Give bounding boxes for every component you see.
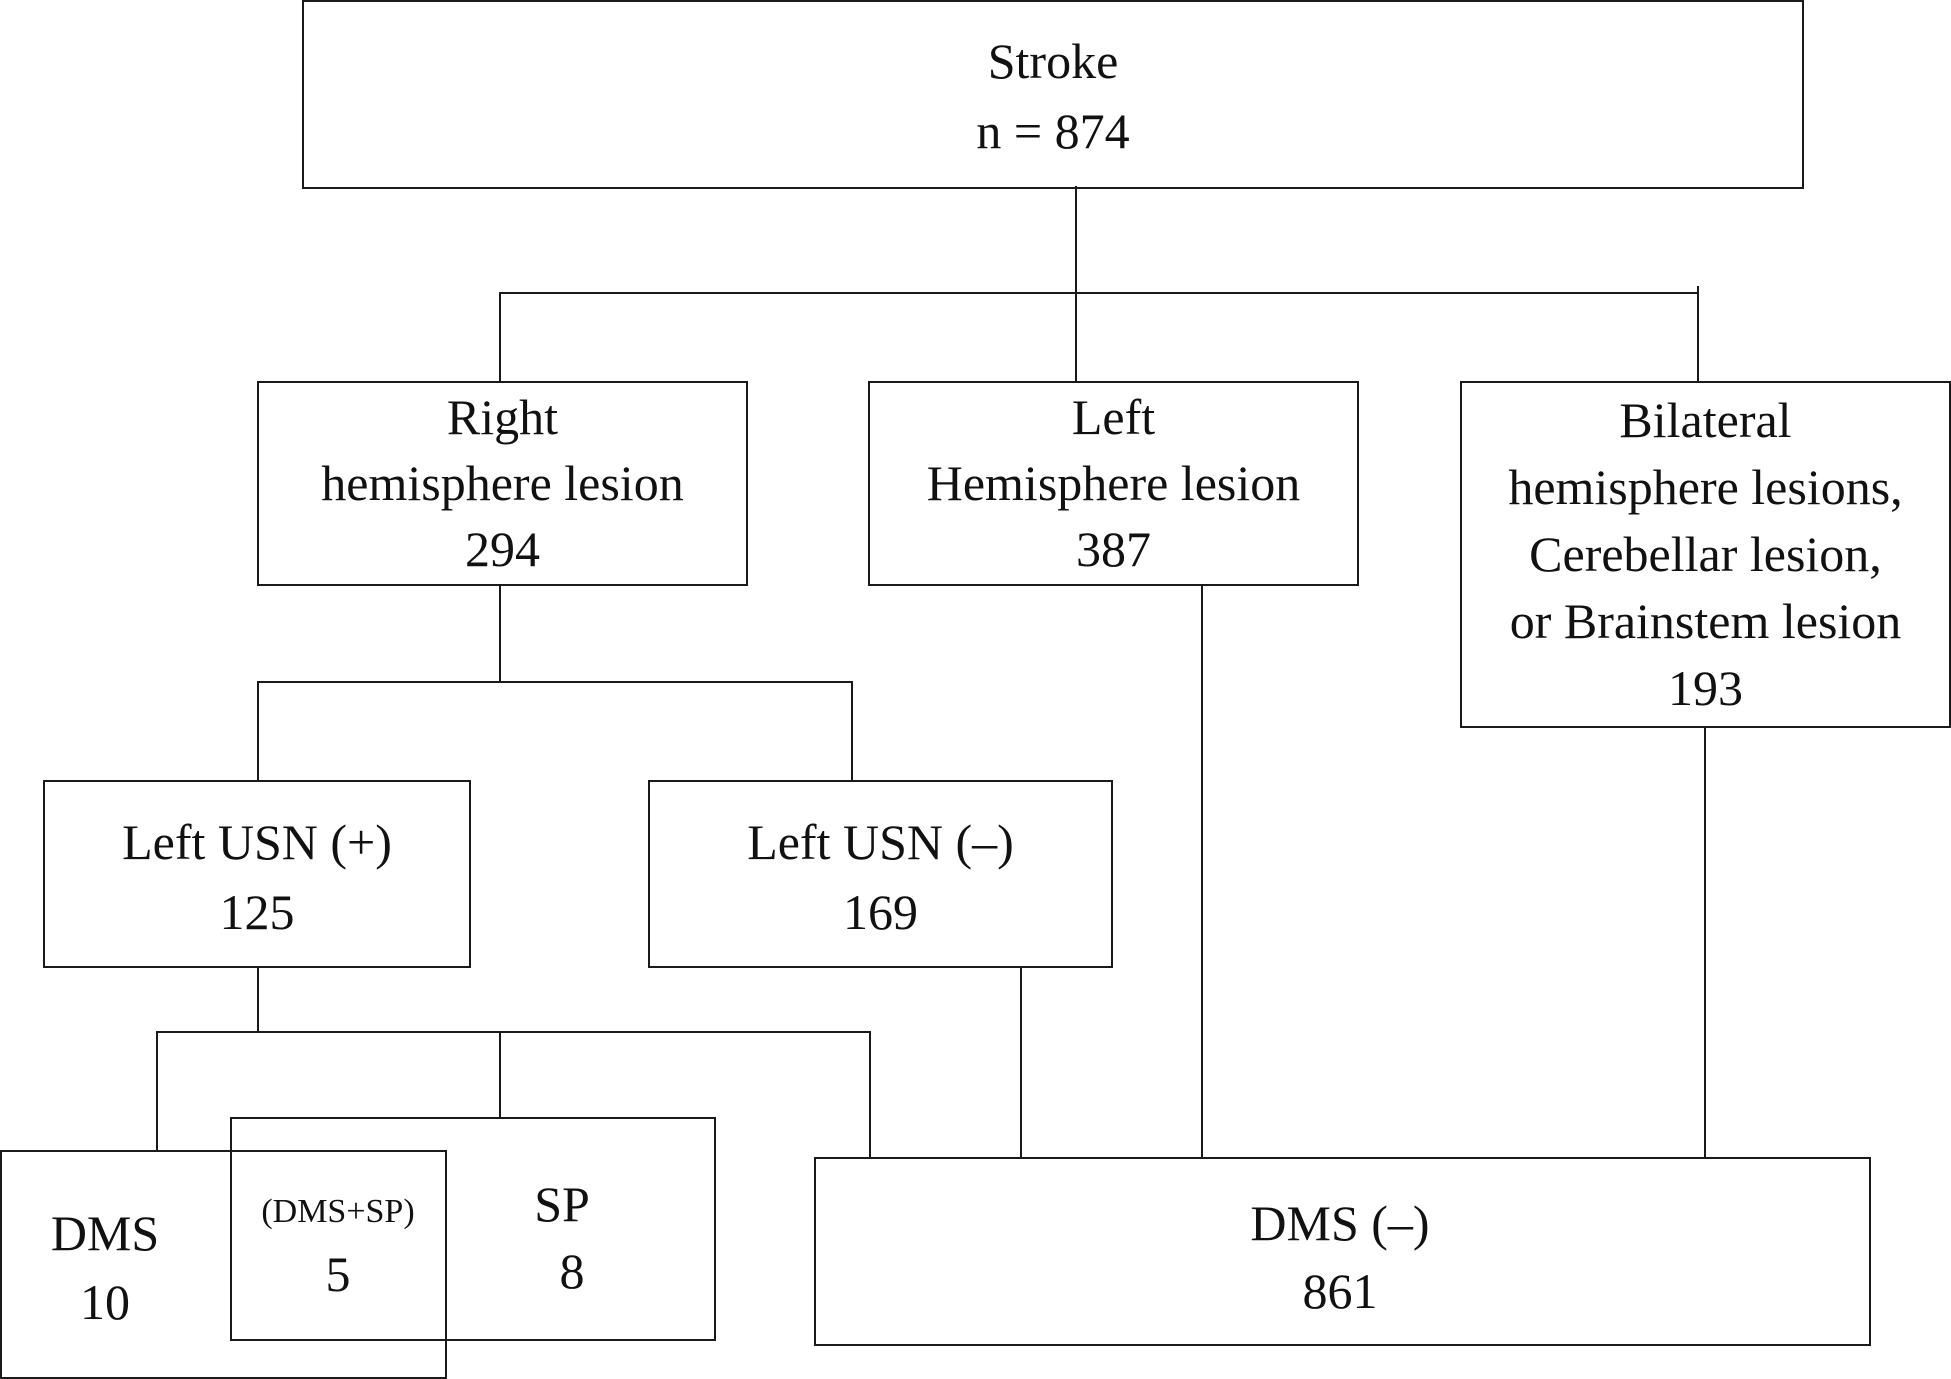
connector (1704, 728, 1706, 1158)
dms-count: 10 (80, 1274, 130, 1330)
other-lesion-label-line1: Bilateral (1619, 392, 1792, 448)
connector (1697, 286, 1699, 382)
connector (156, 1031, 158, 1151)
connector (1020, 966, 1022, 1158)
connector (851, 681, 853, 780)
dms-negative-label: DMS (–) (1250, 1195, 1430, 1251)
left-hemisphere-label-line2: Hemisphere lesion (926, 455, 1301, 511)
connector (257, 681, 853, 683)
dms-negative-count: 861 (1302, 1263, 1378, 1319)
connector (156, 1031, 871, 1033)
left-hemisphere-label-line1: Left (1071, 389, 1156, 445)
connector (1201, 584, 1203, 1158)
connector (1075, 292, 1077, 382)
left-hemisphere-count: 387 (1076, 521, 1151, 577)
connector (1075, 186, 1077, 294)
dms-negative-box (814, 1157, 1871, 1346)
other-lesion-label-line2: hemisphere lesions, (1508, 459, 1903, 515)
left-usn-positive-count: 125 (219, 884, 295, 940)
left-usn-negative-box (648, 780, 1113, 968)
connector (499, 584, 501, 682)
connector (499, 292, 501, 382)
left-usn-positive-box (43, 780, 471, 968)
dms-label: DMS (50, 1205, 160, 1261)
sp-label: SP (534, 1176, 590, 1232)
connector (257, 681, 259, 780)
left-usn-negative-count: 169 (843, 884, 918, 940)
dms-box (0, 1150, 447, 1379)
right-hemisphere-label-line1: Right (446, 389, 559, 445)
overlap-label: (DMS+SP) (261, 1193, 415, 1230)
left-usn-positive-label: Left USN (+) (122, 814, 392, 870)
other-lesion-box (1460, 381, 1951, 728)
stroke-count: n = 874 (976, 103, 1130, 159)
other-lesion-count: 193 (1668, 660, 1743, 716)
right-hemisphere-label-line2: hemisphere lesion (321, 455, 684, 511)
overlap-count: 5 (325, 1246, 351, 1302)
connector (499, 292, 1699, 294)
sp-box (230, 1117, 716, 1341)
sp-count: 8 (559, 1243, 585, 1299)
connector (257, 966, 259, 1032)
right-hemisphere-box (257, 381, 748, 586)
other-lesion-label-line3: Cerebellar lesion, (1529, 526, 1882, 582)
left-usn-negative-label: Left USN (–) (747, 814, 1014, 870)
other-lesion-label-line4: or Brainstem lesion (1509, 593, 1902, 649)
connector (499, 1031, 501, 1119)
right-hemisphere-count: 294 (465, 521, 540, 577)
connector (869, 1031, 871, 1158)
left-hemisphere-box (868, 381, 1359, 586)
stroke-label: Stroke (987, 33, 1119, 89)
stroke-box (302, 0, 1804, 189)
